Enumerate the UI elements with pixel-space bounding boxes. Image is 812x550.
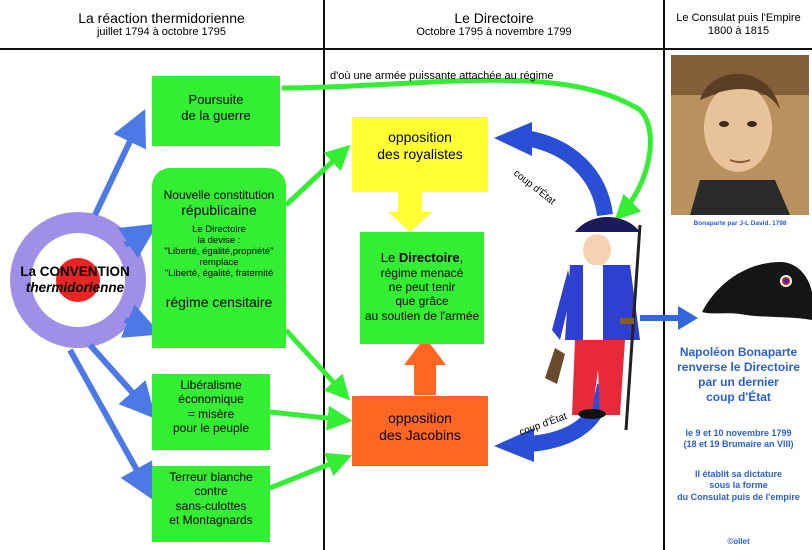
terreur-line2: contre bbox=[194, 484, 228, 499]
guerre-line2: de la guerre bbox=[181, 107, 251, 123]
napoleon-text: Napoléon Bonaparte renverse le Directoir… bbox=[665, 345, 812, 405]
box-constitution: Nouvelle constitution républicaine Le Di… bbox=[152, 168, 286, 348]
bonaparte-portrait bbox=[671, 55, 809, 215]
liberalisme-line2: économique bbox=[178, 392, 244, 407]
armee-annotation: d'où une armée puissante attachée au rég… bbox=[330, 70, 554, 82]
terreur-line4: et Montagnards bbox=[169, 513, 253, 528]
column-subtitle-left: juillet 1794 à octobre 1795 bbox=[96, 26, 227, 39]
liberalisme-line1: Libéralisme bbox=[180, 378, 242, 392]
directoire-bold: Directoire bbox=[398, 250, 460, 265]
column-title-left: La réaction thermidorienne bbox=[78, 10, 245, 26]
yellow-arrow bbox=[388, 192, 432, 232]
box-terreur: Terreur blanche contre sans-culottes et … bbox=[152, 466, 270, 542]
terreur-line1: Terreur blanche bbox=[169, 470, 253, 484]
constitution-line2: républicaine bbox=[181, 202, 257, 219]
coup-arrow-top bbox=[494, 122, 613, 217]
napoleon-dates: le 9 et 10 novembre 1799 (18 et 19 Bruma… bbox=[665, 428, 812, 451]
arrow-to-royalistes bbox=[284, 144, 351, 207]
column-header-right: Le Consulat puis l'Empire 1800 à 1815 bbox=[665, 12, 812, 37]
copyright: ©ollet bbox=[727, 537, 750, 546]
box-jacobins: opposition des Jacobins bbox=[352, 396, 488, 466]
liberalisme-line3: = misère bbox=[187, 406, 235, 421]
soldier-figure bbox=[545, 217, 642, 431]
convention-blue-arrows bbox=[67, 109, 162, 501]
header-divider bbox=[0, 48, 812, 50]
box-liberalisme: Libéralisme économique = misère pour le … bbox=[152, 374, 270, 450]
directoire-line1: Le Directoire, bbox=[360, 250, 484, 266]
guerre-line1: Poursuite bbox=[188, 92, 244, 107]
arrow-terreur-to-jacobins bbox=[269, 452, 352, 491]
column-subtitle-middle: Octobre 1795 à novembre 1799 bbox=[416, 26, 572, 39]
arrow-to-liberalisme bbox=[87, 343, 156, 419]
napoleon-dictature: Il établit sa dictature sous la forme du… bbox=[665, 469, 812, 503]
portrait-caption: Bonaparte par J-L David. 1798 bbox=[693, 220, 787, 227]
royalistes-line2: des royalistes bbox=[377, 145, 463, 162]
napoleon-date1: le 9 et 10 novembre 1799 bbox=[685, 428, 792, 438]
napoleon-extra1: Il établit sa dictature bbox=[694, 469, 783, 479]
napoleon-line2: renverse le Directoire bbox=[677, 360, 800, 374]
convention-target bbox=[10, 212, 146, 348]
napoleon-extra2: sous la forme bbox=[709, 480, 768, 491]
column-divider-left bbox=[323, 0, 325, 550]
directoire-line4: que grâce bbox=[395, 294, 449, 309]
constitution-line1: Nouvelle constitution bbox=[163, 188, 275, 202]
napoleon-date2: (18 et 19 Brumaire an VIII) bbox=[683, 439, 794, 450]
green-arrows bbox=[269, 77, 653, 491]
directoire-line5: au soutien de l'armée bbox=[364, 308, 480, 323]
column-title-middle: Le Directoire bbox=[454, 10, 534, 26]
arrow-to-terreur bbox=[67, 348, 154, 501]
directoire-post: , bbox=[459, 250, 464, 265]
royalistes-line1: opposition bbox=[388, 129, 452, 145]
arrow-to-guerre bbox=[92, 109, 146, 217]
constitution-s1: Le Directoire bbox=[192, 224, 246, 236]
column-subtitle-right: 1800 à 1815 bbox=[707, 24, 770, 37]
terreur-line3: sans-culottes bbox=[175, 498, 247, 513]
directoire-line3: ne peut tenir bbox=[388, 279, 456, 294]
liberalisme-line4: pour le peuple bbox=[172, 421, 250, 436]
arrow-armee-to-soldier bbox=[281, 77, 653, 221]
box-directoire: Le Directoire, régime menacé ne peut ten… bbox=[360, 232, 484, 344]
column-divider-right bbox=[663, 0, 665, 550]
box-royalistes: opposition des royalistes bbox=[352, 117, 488, 192]
arrow-liberalisme-to-jacobins bbox=[269, 405, 353, 431]
constitution-line3: régime censitaire bbox=[165, 293, 273, 310]
constitution-s5: "Liberté, égalité, fraternité bbox=[164, 267, 274, 279]
directoire-pre: Le bbox=[380, 250, 399, 265]
constitution-s2: la devise : bbox=[197, 235, 241, 247]
napoleon-line4: coup d'État bbox=[706, 390, 771, 404]
directoire-line2: régime menacé bbox=[380, 265, 464, 280]
convention-line1: La CONVENTION bbox=[20, 264, 130, 279]
convention-line2: thermidorienne bbox=[25, 280, 125, 296]
arrow-constitution-to-jacobins bbox=[284, 328, 351, 401]
napoleon-line3: par un dernier bbox=[698, 375, 779, 389]
constitution-s4: remplace bbox=[199, 256, 239, 268]
jacobins-line2: des Jacobins bbox=[379, 426, 461, 443]
constitution-s3: "Liberté, égalité,propriété" bbox=[164, 246, 274, 258]
bicorne-hat-icon bbox=[702, 262, 812, 320]
column-header-middle: Le Directoire Octobre 1795 à novembre 17… bbox=[325, 10, 663, 39]
column-header-left: La réaction thermidorienne juillet 1794 … bbox=[0, 10, 323, 39]
convention-label: La CONVENTION thermidorienne bbox=[0, 264, 150, 296]
napoleon-extra3: du Consulat puis de l'empire bbox=[677, 491, 800, 502]
column-title-right: Le Consulat puis l'Empire bbox=[676, 12, 801, 24]
box-guerre: Poursuite de la guerre bbox=[152, 76, 280, 146]
orange-arrow bbox=[404, 337, 446, 395]
jacobins-line1: opposition bbox=[388, 410, 452, 426]
arrow-to-napoleon bbox=[640, 306, 698, 330]
napoleon-line1: Napoléon Bonaparte bbox=[679, 345, 798, 359]
